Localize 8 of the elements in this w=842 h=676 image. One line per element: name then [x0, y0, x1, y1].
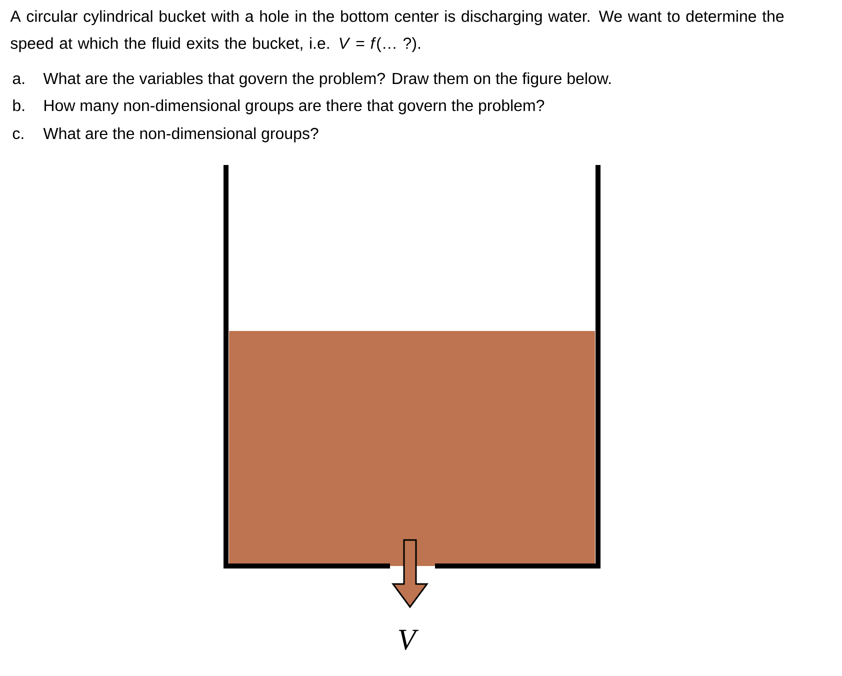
- question-text: How many non-dimensional groups are there that govern the problem?: [44, 99, 544, 114]
- variable-label: V: [398, 630, 419, 650]
- list-marker: a.: [12, 75, 24, 84]
- list-marker: b.: [13, 99, 24, 112]
- question-text: What are the non-dimensional groups?: [43, 127, 318, 142]
- question-text: What are the variables that govern the problem? Draw them on the figure below.: [43, 72, 611, 88]
- intro-text: A circular cylindrical bucket with a hole in the bottom center is discharging water. We want to determine the speed at which the fluid exits the bucket, i.e. V = f(… ?).: [10, 10, 784, 52]
- list-marker: c.: [12, 130, 24, 140]
